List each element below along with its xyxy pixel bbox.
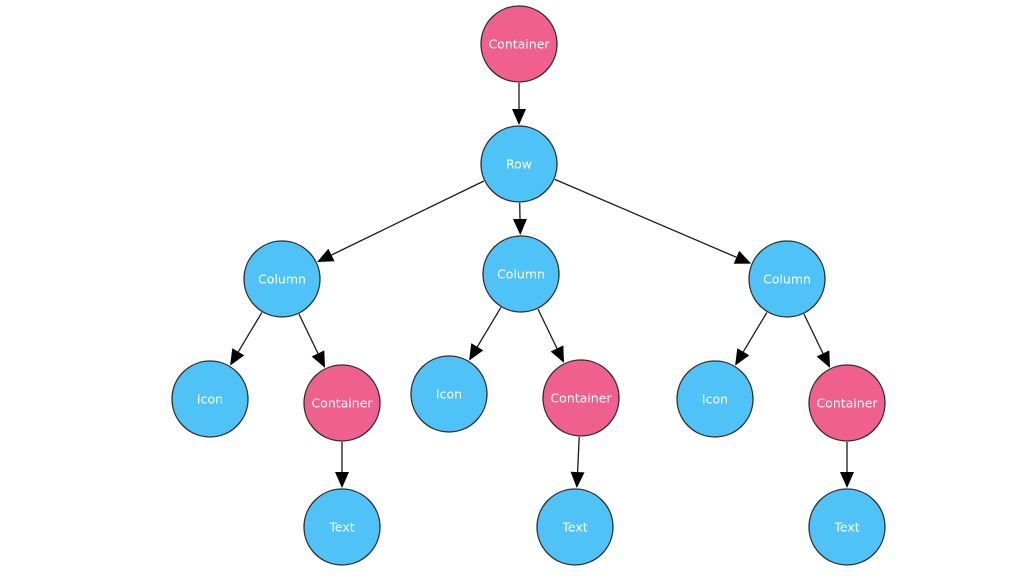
edge-row-col3	[554, 178, 752, 264]
node-label: Icon	[436, 387, 462, 402]
arrowhead-icon	[335, 472, 349, 488]
edge-cont2-text2	[570, 436, 585, 488]
edge-col2-icon2	[469, 307, 502, 361]
node-row: Row	[480, 125, 558, 203]
node-cont1: Container	[303, 364, 381, 442]
arrowhead-icon	[733, 250, 752, 264]
node-cont3: Container	[808, 364, 886, 442]
node-circle	[480, 125, 558, 203]
node-circle	[808, 364, 886, 442]
node-root: Container	[480, 5, 558, 83]
edge-line	[742, 312, 768, 353]
edge-row-col1	[317, 180, 485, 262]
node-circle	[410, 355, 488, 433]
node-label: Icon	[702, 392, 728, 407]
node-circle	[676, 360, 754, 438]
arrowhead-icon	[311, 350, 325, 368]
edge-root-row	[512, 83, 526, 125]
node-icon3: Icon	[676, 360, 754, 438]
edge-col3-icon3	[735, 312, 768, 366]
node-text2: Text	[536, 488, 614, 566]
edge-col1-icon1	[230, 312, 263, 366]
edge-row-col2	[513, 202, 527, 235]
node-label: Text	[328, 520, 354, 535]
arrowhead-icon	[512, 109, 526, 125]
node-circle	[171, 360, 249, 438]
node-label: Column	[497, 267, 545, 282]
edge-line	[803, 313, 824, 354]
edge-col3-cont3	[803, 313, 830, 368]
node-circle	[808, 488, 886, 566]
node-icon1: Icon	[171, 360, 249, 438]
edge-line	[237, 312, 263, 353]
edge-line	[298, 313, 319, 354]
node-label: Icon	[197, 392, 223, 407]
node-text3: Text	[808, 488, 886, 566]
node-circle	[536, 488, 614, 566]
node-label: Text	[833, 520, 859, 535]
node-col3: Column	[748, 240, 826, 318]
arrowhead-icon	[317, 248, 335, 262]
edge-line	[576, 436, 580, 473]
node-circle	[542, 359, 620, 437]
node-circle	[748, 240, 826, 318]
edge-cont1-text1	[335, 442, 349, 488]
arrowhead-icon	[840, 472, 854, 488]
arrowhead-icon	[550, 345, 564, 363]
node-icon2: Icon	[410, 355, 488, 433]
node-label: Text	[561, 520, 587, 535]
node-label: Column	[763, 272, 811, 287]
node-cont2: Container	[542, 359, 620, 437]
node-circle	[303, 364, 381, 442]
arrowhead-icon	[735, 348, 750, 366]
node-circle	[243, 240, 321, 318]
edge-line	[537, 308, 558, 349]
node-label: Column	[258, 272, 306, 287]
edge-line	[476, 307, 502, 348]
node-label: Row	[506, 157, 532, 172]
node-label: Container	[311, 396, 373, 411]
node-col1: Column	[243, 240, 321, 318]
arrowhead-icon	[513, 218, 527, 235]
edge-col1-cont1	[298, 313, 325, 368]
arrowhead-icon	[469, 343, 484, 361]
node-label: Container	[550, 391, 612, 406]
edge-col2-cont2	[537, 308, 564, 363]
node-circle	[480, 5, 558, 83]
arrowhead-icon	[816, 350, 830, 368]
node-text1: Text	[303, 488, 381, 566]
edges-layer	[230, 83, 854, 488]
node-label: Container	[488, 37, 550, 52]
node-col2: Column	[482, 235, 560, 313]
edge-cont3-text3	[840, 442, 854, 488]
node-label: Container	[816, 396, 878, 411]
edge-line	[331, 180, 485, 256]
node-circle	[303, 488, 381, 566]
arrowhead-icon	[570, 471, 585, 488]
arrowhead-icon	[230, 348, 245, 366]
edge-line	[554, 178, 737, 258]
node-circle	[482, 235, 560, 313]
